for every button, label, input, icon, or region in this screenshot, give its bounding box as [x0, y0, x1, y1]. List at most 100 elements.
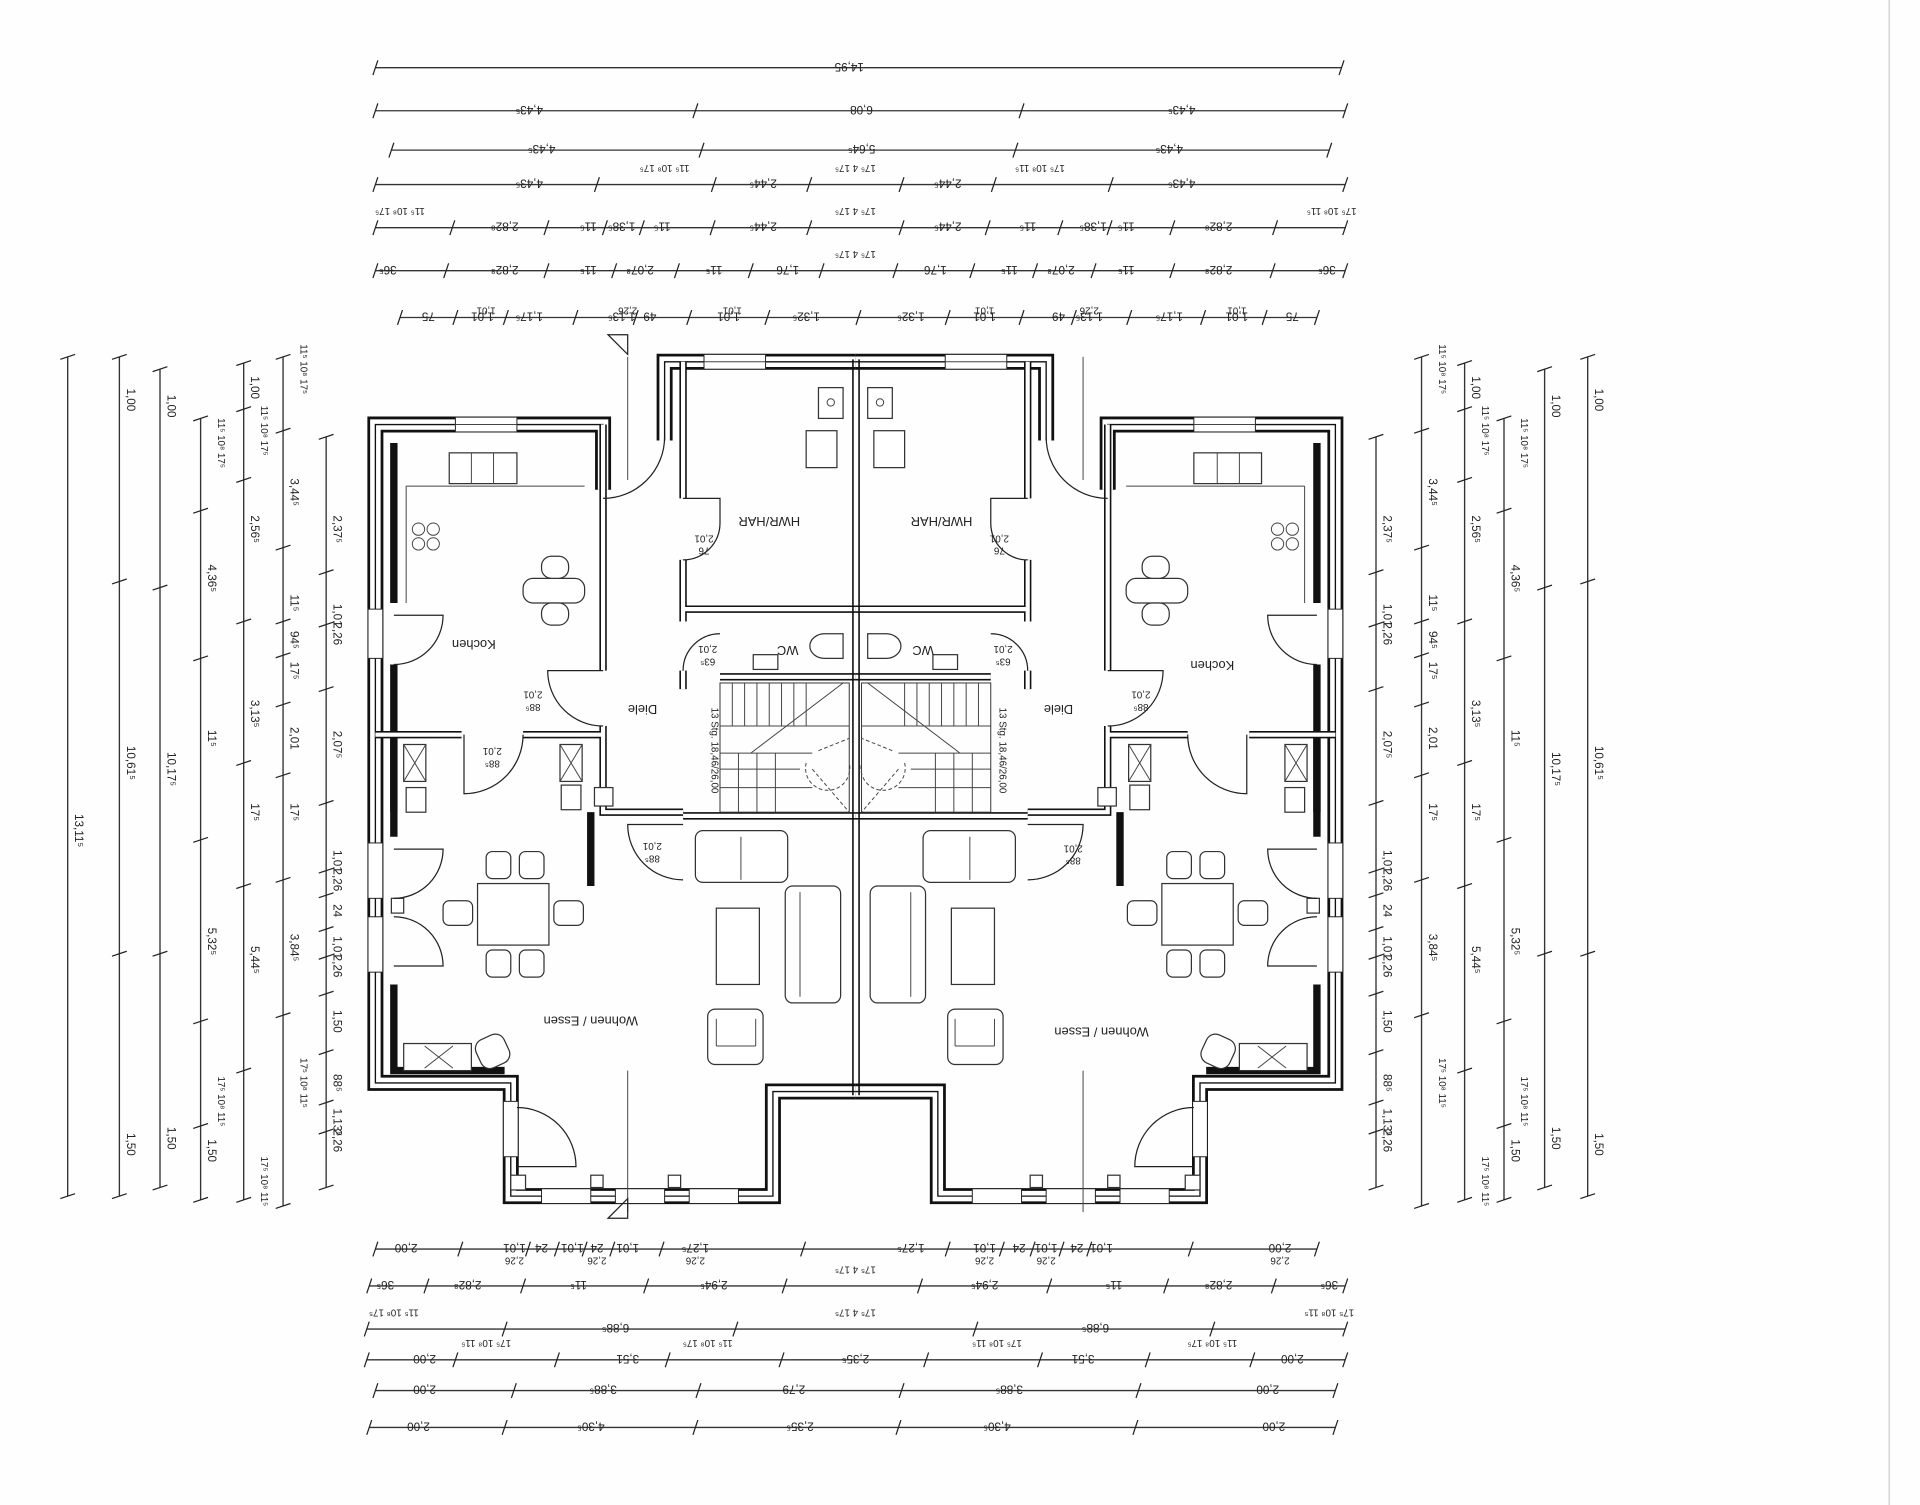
dimension-tick: [632, 309, 639, 326]
dimension-tick: [1413, 427, 1430, 434]
section-marker-icon: [606, 1197, 629, 1219]
dimension-tick: [1332, 1382, 1339, 1399]
dimension-tick: [152, 366, 168, 373]
dimension-tick: [520, 1278, 527, 1294]
dimension-label: 2,26: [331, 955, 344, 978]
dimension-tick: [778, 1352, 785, 1368]
dimension-tick: [1496, 415, 1512, 422]
dimension-label: 75: [1285, 310, 1299, 323]
dimension-height-label: 2,26: [975, 1255, 995, 1266]
dimension-tick: [1163, 1278, 1170, 1294]
dimension-tick: [372, 220, 379, 236]
dimension-tick: [318, 926, 334, 933]
dimension-label: 17⁵ 4 17⁵: [835, 1306, 876, 1317]
dimension-tick: [1269, 263, 1276, 279]
dimension-tick: [501, 1321, 508, 1337]
dimension-label: 5,32⁵: [205, 928, 218, 956]
dimension-tick: [916, 1278, 924, 1294]
dimension-tick: [363, 1352, 370, 1368]
dimension-tick: [452, 309, 459, 326]
room-labels: HWR/HAR Kochen Diele WC Wohnen / Essen H…: [452, 514, 1234, 1040]
dimension-tick: [318, 621, 334, 628]
dimension-tick: [1135, 1382, 1142, 1399]
dimension-label: 1,17⁵: [515, 310, 543, 323]
dimension-tick: [193, 1122, 209, 1130]
dimension-label: 17⁵: [1426, 803, 1439, 821]
dimension-label: 17⁵ 10⁸ 11⁵: [461, 1337, 511, 1348]
dimension-label: 2,00: [413, 1383, 436, 1396]
dimension-tick: [275, 652, 291, 659]
door-labels: 88⁵2,0188⁵2,0188⁵2,01762,0163⁵2,0188⁵2,0…: [483, 532, 1151, 865]
dimension-label: 2,44⁵: [749, 177, 777, 190]
section-marker-icon: [606, 334, 629, 356]
dimension-tick: [1413, 652, 1430, 659]
dimension-label: 2,00: [394, 1241, 417, 1254]
dimension-tick: [611, 263, 618, 279]
dimension-label: 1,13⁵: [608, 310, 636, 323]
door-width-label: 76: [993, 545, 1004, 556]
dimension-tick: [318, 1128, 334, 1135]
dimension-tick: [1187, 1241, 1194, 1257]
dimension-label: 11⁵ 10⁸ 17⁵: [640, 162, 690, 173]
door-width-label: 88⁵: [645, 852, 660, 863]
dimension-height-label: 1,01: [477, 305, 496, 316]
dimension-label: 24: [1380, 904, 1393, 917]
dimension-label: 4,43⁵: [515, 103, 543, 116]
dimension-tick: [60, 1193, 76, 1200]
dimension-tick: [1580, 1193, 1596, 1200]
dimension-tick: [152, 1184, 168, 1191]
dimension-label: 17⁵ 4 17⁵: [835, 248, 876, 259]
dimension-label: 94⁵: [287, 631, 300, 649]
dimension-tick: [236, 1067, 252, 1074]
dimension-tick: [318, 433, 334, 440]
dimension-label: 1,01: [1226, 310, 1249, 323]
dimension-tick: [443, 263, 450, 279]
dimension-label: 1,13⁵: [1075, 310, 1103, 323]
dimension-tick: [1368, 1049, 1384, 1056]
dimension-tick: [372, 263, 379, 279]
room-label-hwr-left: HWR/HAR: [738, 514, 800, 529]
dimension-label: 49: [1052, 310, 1065, 323]
dimension-label: 1,01: [331, 936, 344, 959]
room-label-hall-right: Diele: [1044, 702, 1073, 717]
dimension-label: 2,01: [1426, 727, 1439, 750]
dimension-label: 13,11⁵: [72, 814, 85, 847]
dimension-tick: [1018, 309, 1025, 326]
dimension-label: 11⁵ 10⁸ 17⁵: [375, 205, 425, 216]
dimension-label: 2,94⁵: [971, 1278, 999, 1291]
dimension-label: 17⁵ 4 17⁵: [835, 162, 876, 173]
dimension-tick: [543, 220, 550, 236]
dimension-tick: [1209, 1321, 1216, 1337]
dimension-label: 2,00: [407, 1420, 430, 1433]
dimension-label: 1,00: [124, 389, 137, 412]
dimension-label: 10,17⁵: [1549, 752, 1562, 786]
door-height-label: 2,01: [1064, 842, 1083, 853]
dimension-tick: [1580, 578, 1596, 585]
dimension-tick: [1537, 366, 1553, 373]
dimension-tick: [692, 1419, 699, 1436]
dimension-tick: [275, 772, 291, 779]
dimension-tick: [1496, 1122, 1512, 1130]
dimension-label: 1,76: [776, 263, 799, 276]
dimension-height-label: 2,26: [618, 305, 638, 316]
dimension-tick: [1326, 142, 1333, 158]
dimension-tick: [396, 309, 404, 326]
dimension-tick: [1342, 1278, 1349, 1294]
dimension-label: 1,01: [1035, 1241, 1058, 1254]
dimension-label: 2,26: [331, 622, 344, 645]
dimension-label: 75: [421, 310, 435, 323]
dimension-label: 49: [643, 310, 656, 323]
dimension-tick: [710, 177, 717, 193]
dimension-tick: [193, 1018, 209, 1025]
dimension-tick: [643, 1278, 650, 1294]
dimension-label: 1,01: [1380, 936, 1393, 959]
dimension-tick: [318, 686, 334, 693]
dimension-tick: [1132, 1419, 1139, 1436]
dimension-tick: [1413, 701, 1430, 708]
dimension-label: 4,43⁵: [1168, 177, 1196, 190]
dimension-tick: [318, 990, 334, 997]
dimension-tick: [236, 359, 252, 367]
dimension-tick: [1368, 1184, 1384, 1191]
dimension-label: 1,27⁵: [681, 1241, 709, 1254]
dimension-label: 36⁵: [379, 263, 397, 276]
